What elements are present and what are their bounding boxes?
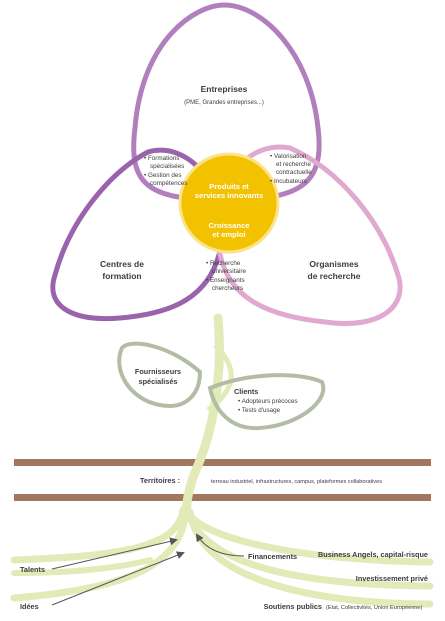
overlap-formations-line3: • Gestion des bbox=[144, 172, 182, 179]
center-line1: Produits et bbox=[209, 182, 249, 191]
arrow-financements bbox=[195, 533, 245, 557]
center-line2: services innovants bbox=[195, 191, 263, 200]
overlap-valorisation-line3: contractuelle bbox=[276, 169, 312, 176]
root-talents-label: Talents bbox=[20, 565, 45, 574]
petal-organismes-title-line2: de recherche bbox=[308, 271, 361, 281]
root-soutiens-label: Soutiens publics bbox=[264, 602, 322, 611]
petal-centres-title-line1: Centres de bbox=[100, 259, 144, 269]
root-financements-label: Financements bbox=[248, 552, 297, 561]
overlap-formations-line1: • Formations bbox=[144, 155, 179, 162]
leaf-clients-item1: • Adopteurs précoces bbox=[238, 398, 298, 405]
petal-entreprises-title: Entreprises bbox=[201, 84, 248, 94]
overlap-recherche-line3: • Enseignants bbox=[206, 277, 245, 284]
overlap-recherche-line4: chercheurs bbox=[212, 285, 243, 292]
arrow-talents bbox=[51, 537, 178, 570]
ground-label: Territoires : bbox=[140, 476, 180, 485]
root-business-angels-label: Business Angels, capital-risque bbox=[318, 550, 428, 559]
overlap-recherche-line1: • Recherche bbox=[206, 260, 241, 267]
overlap-recherche-line2: universitaire bbox=[212, 268, 246, 275]
leaf-fournisseurs bbox=[117, 341, 203, 408]
soil-band-top bbox=[14, 459, 431, 466]
petal-entreprises-subtitle: (PME, Grandes entreprises...) bbox=[184, 100, 264, 106]
petal-entreprises bbox=[131, 2, 322, 203]
leaf-fournisseurs-line2: spécialisés bbox=[139, 377, 178, 386]
arrow-idees bbox=[51, 551, 185, 606]
root-idees-label: Idées bbox=[20, 602, 39, 611]
center-line4: et emploi bbox=[212, 230, 245, 239]
leaf-clients-item2: • Tests d'usage bbox=[238, 407, 281, 414]
center-line3: Croissance bbox=[209, 221, 250, 230]
root-investissement-label: Investissement privé bbox=[356, 574, 428, 583]
overlap-formations-line2: spécialisées bbox=[150, 163, 184, 170]
flower-center bbox=[178, 152, 280, 254]
root-soutiens-detail: (Etat, Collectivités, Union Européenne) bbox=[326, 605, 423, 611]
leaf-clients-title: Clients bbox=[234, 387, 258, 396]
ground-description: terreau industriel, infrastructures, cam… bbox=[211, 479, 382, 485]
petal-organismes-title-line1: Organismes bbox=[309, 259, 358, 269]
leaf-clients bbox=[207, 373, 326, 431]
petal-centres-title-line2: formation bbox=[102, 271, 141, 281]
leaf-fournisseurs-line1: Fournisseurs bbox=[135, 367, 181, 376]
overlap-valorisation-line1: • Valorisation bbox=[270, 153, 307, 160]
overlap-valorisation-line4: • Incubateurs bbox=[270, 178, 307, 185]
soil-band-bottom bbox=[14, 494, 431, 501]
overlap-valorisation-line2: et recherche bbox=[276, 161, 311, 168]
overlap-formations-line4: compétences bbox=[150, 180, 187, 187]
